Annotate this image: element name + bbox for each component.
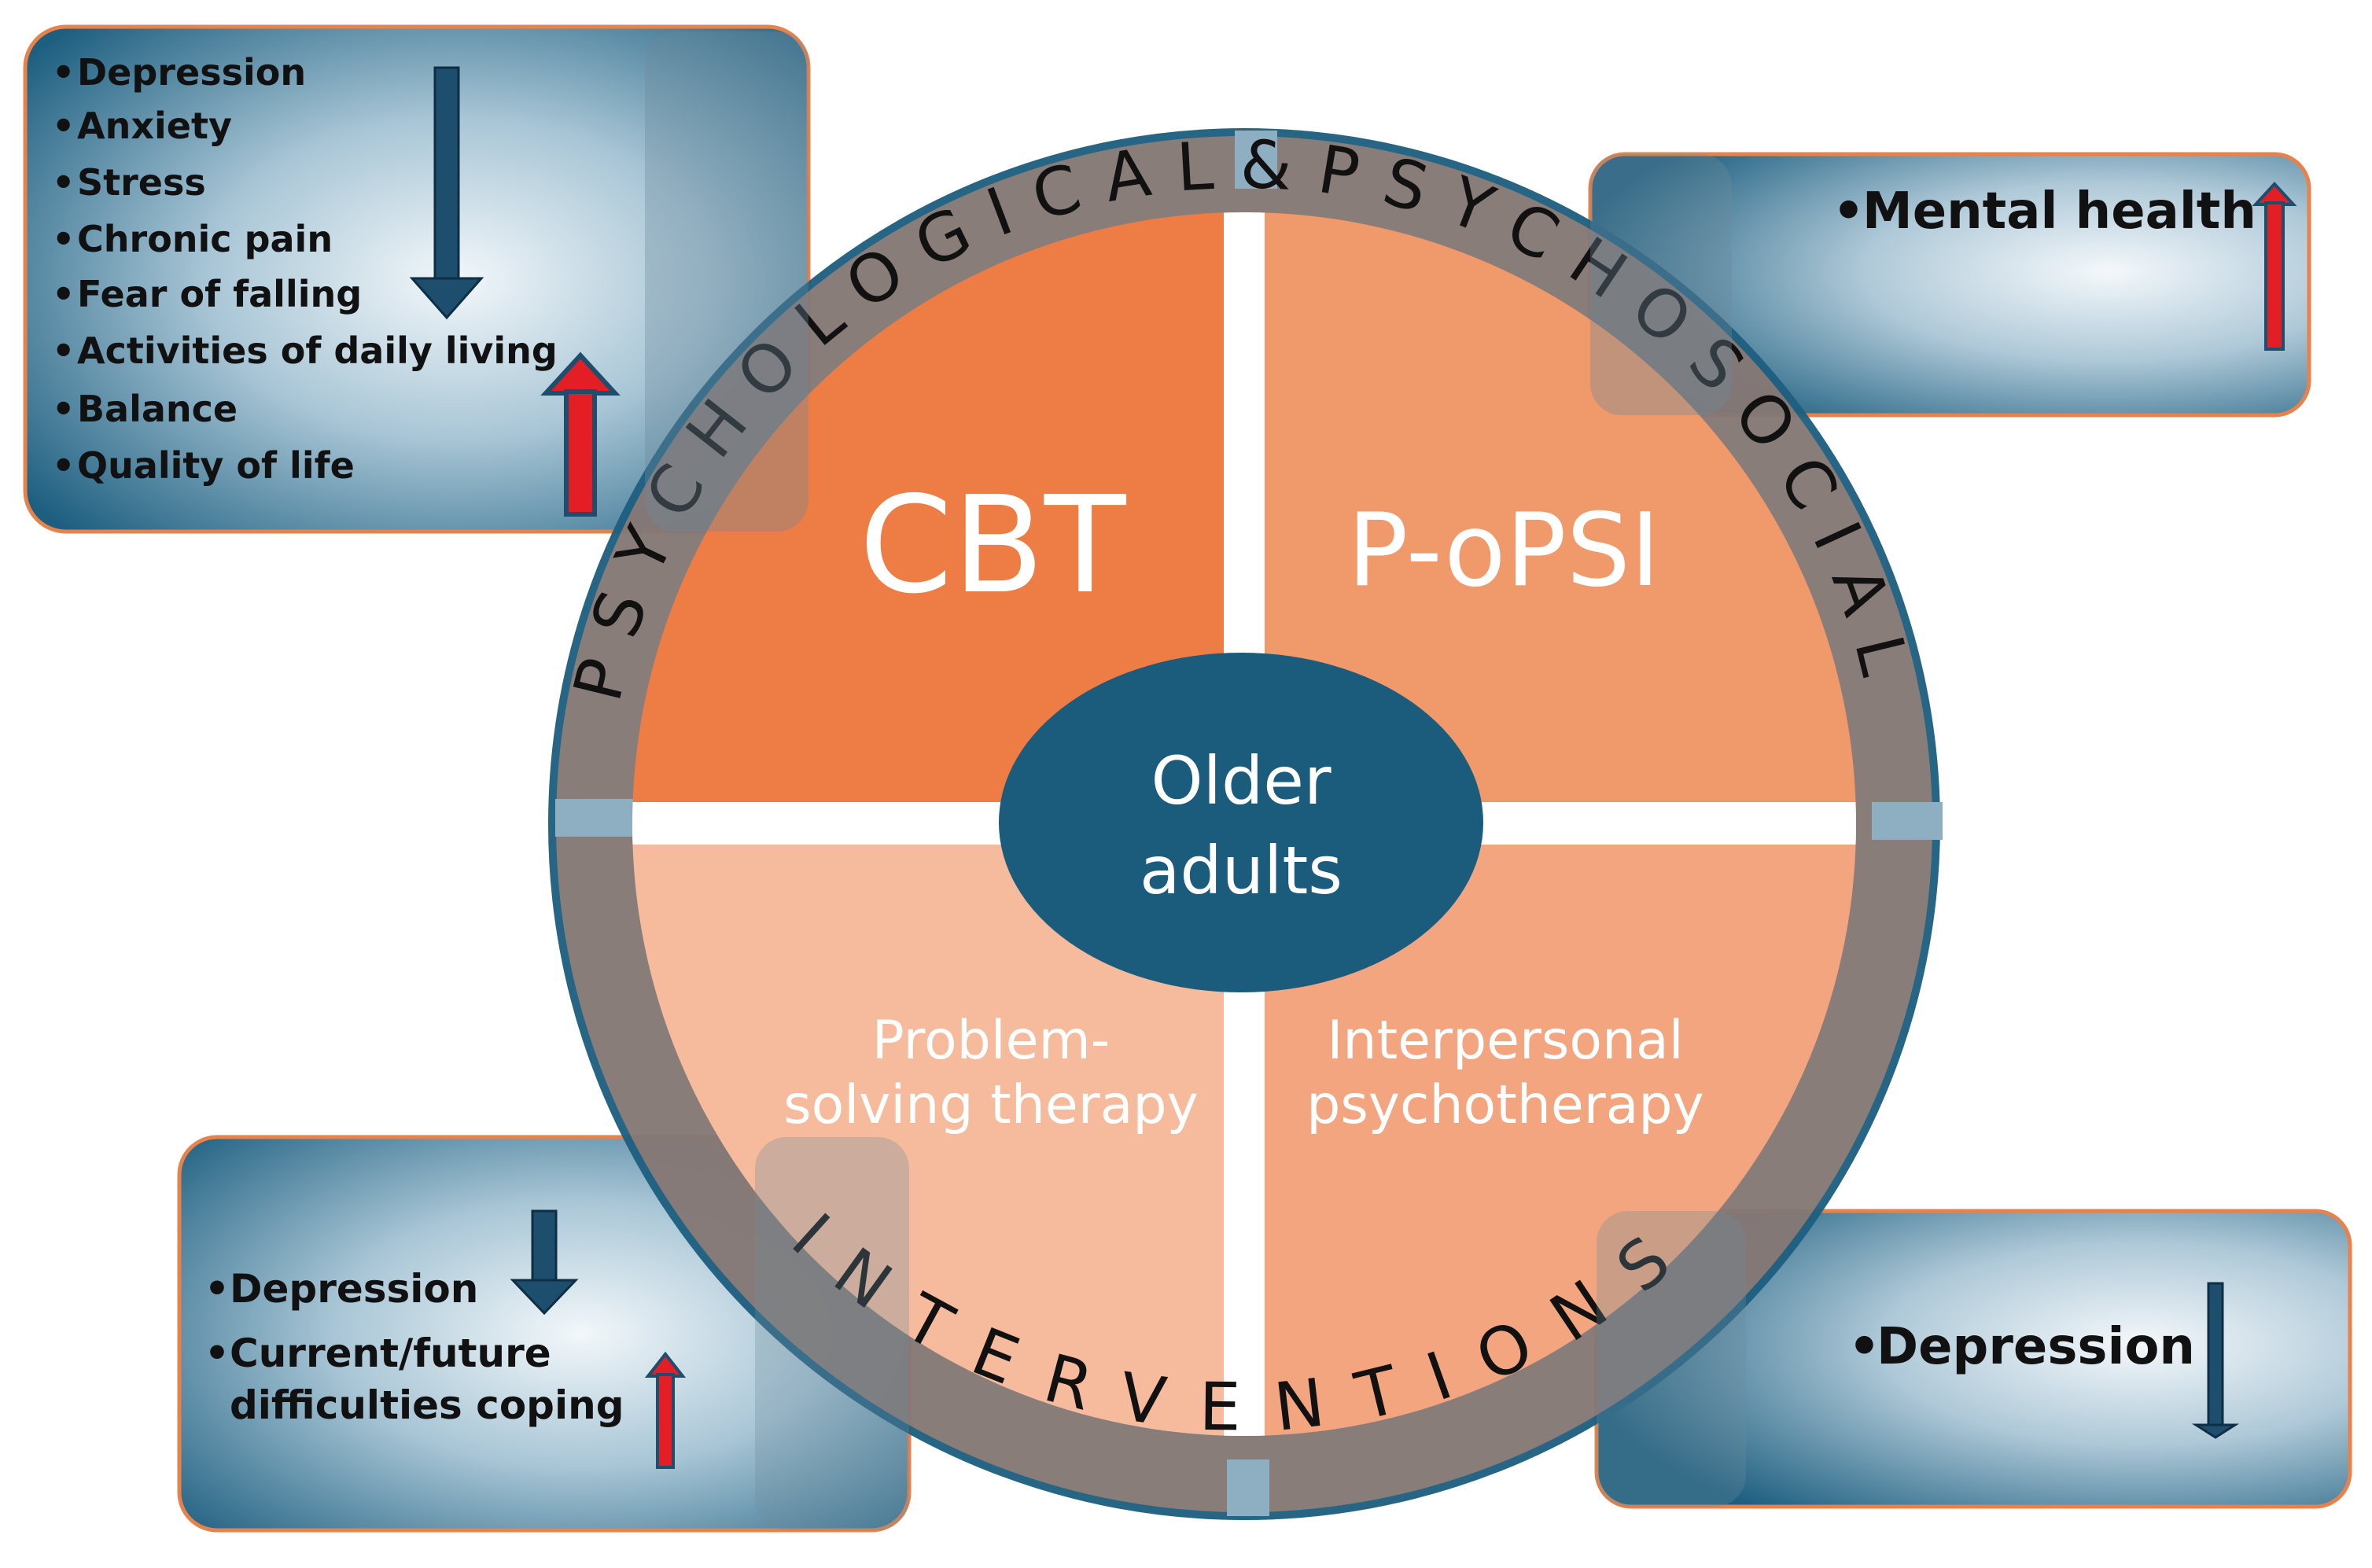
outcome-increased-3: Quality of life [77, 444, 355, 487]
outcome-decreased-1: Depression [230, 1266, 478, 1312]
outcome-decreased-2: Anxiety [77, 105, 232, 147]
box-overlay-bl [755, 1137, 909, 1530]
bullet: • [52, 51, 75, 94]
ipt-outcome-list: • Depression [1848, 1318, 2195, 1376]
quadrant-label-pst-line2: solving therapy [783, 1074, 1199, 1136]
outcome-decreased-1: Depression [77, 51, 306, 94]
outcome-increased-1: Activities of daily living [77, 329, 558, 372]
box-overlay-tr [1590, 154, 1732, 415]
outcome-increased-2: Balance [77, 388, 238, 430]
quadrant-label-ipt-line1: Interpersonal [1327, 1010, 1683, 1072]
quadrant-label-popsi: P-oPSI [1347, 492, 1659, 609]
bullet: • [1832, 182, 1865, 241]
ring-gap-bottom [1227, 1459, 1269, 1516]
bullet: • [52, 329, 75, 372]
ring-gap-right [1872, 802, 1943, 840]
bullet: • [1848, 1318, 1880, 1376]
popsi-outcome-list: • Mental health [1832, 182, 2256, 241]
center-label-line1: Older [1151, 742, 1331, 819]
quadrant-label-ipt-line2: psychotherapy [1306, 1074, 1704, 1136]
bullet: • [52, 273, 75, 315]
bullet: • [52, 388, 75, 430]
ring-gap-top [1235, 131, 1277, 189]
arrow-up-icon [2252, 182, 2297, 351]
box-overlay-br [1597, 1211, 1746, 1507]
bullet: • [52, 444, 75, 487]
center-ellipse [999, 653, 1483, 992]
arrow-down-icon [409, 66, 484, 320]
outcome-increased-1: Current/future [230, 1331, 551, 1376]
bullet: • [52, 161, 75, 204]
bullet: • [204, 1266, 230, 1312]
cbt-outcome-list: • Depression • Anxiety • Stress • Chroni… [52, 51, 558, 487]
center-label-line2: adults [1140, 832, 1343, 909]
bullet: • [204, 1331, 230, 1376]
outcome-increased-2: difficulties coping [230, 1382, 624, 1428]
outcome-decreased-3: Stress [77, 161, 206, 204]
outcome-decreased-5: Fear of falling [77, 273, 362, 315]
quadrant-label-cbt: CBT [859, 468, 1126, 624]
arrow-up-icon [644, 1351, 687, 1469]
box-overlay-tl [645, 31, 808, 532]
quadrant-label-pst-line1: Problem- [872, 1010, 1110, 1072]
ring-gap-left [555, 799, 634, 837]
arrow-up-icon [540, 352, 621, 517]
outcome-decreased-1: Depression [1877, 1318, 2195, 1376]
bullet: • [52, 105, 75, 147]
outcome-increased-1: Mental health [1862, 182, 2256, 241]
bullet: • [52, 218, 75, 260]
pst-outcome-list: • Depression • Current/future difficulti… [204, 1266, 624, 1428]
outcome-decreased-4: Chronic pain [77, 218, 333, 260]
arrow-down-icon [2191, 1282, 2240, 1439]
arrow-down-icon [510, 1209, 579, 1316]
